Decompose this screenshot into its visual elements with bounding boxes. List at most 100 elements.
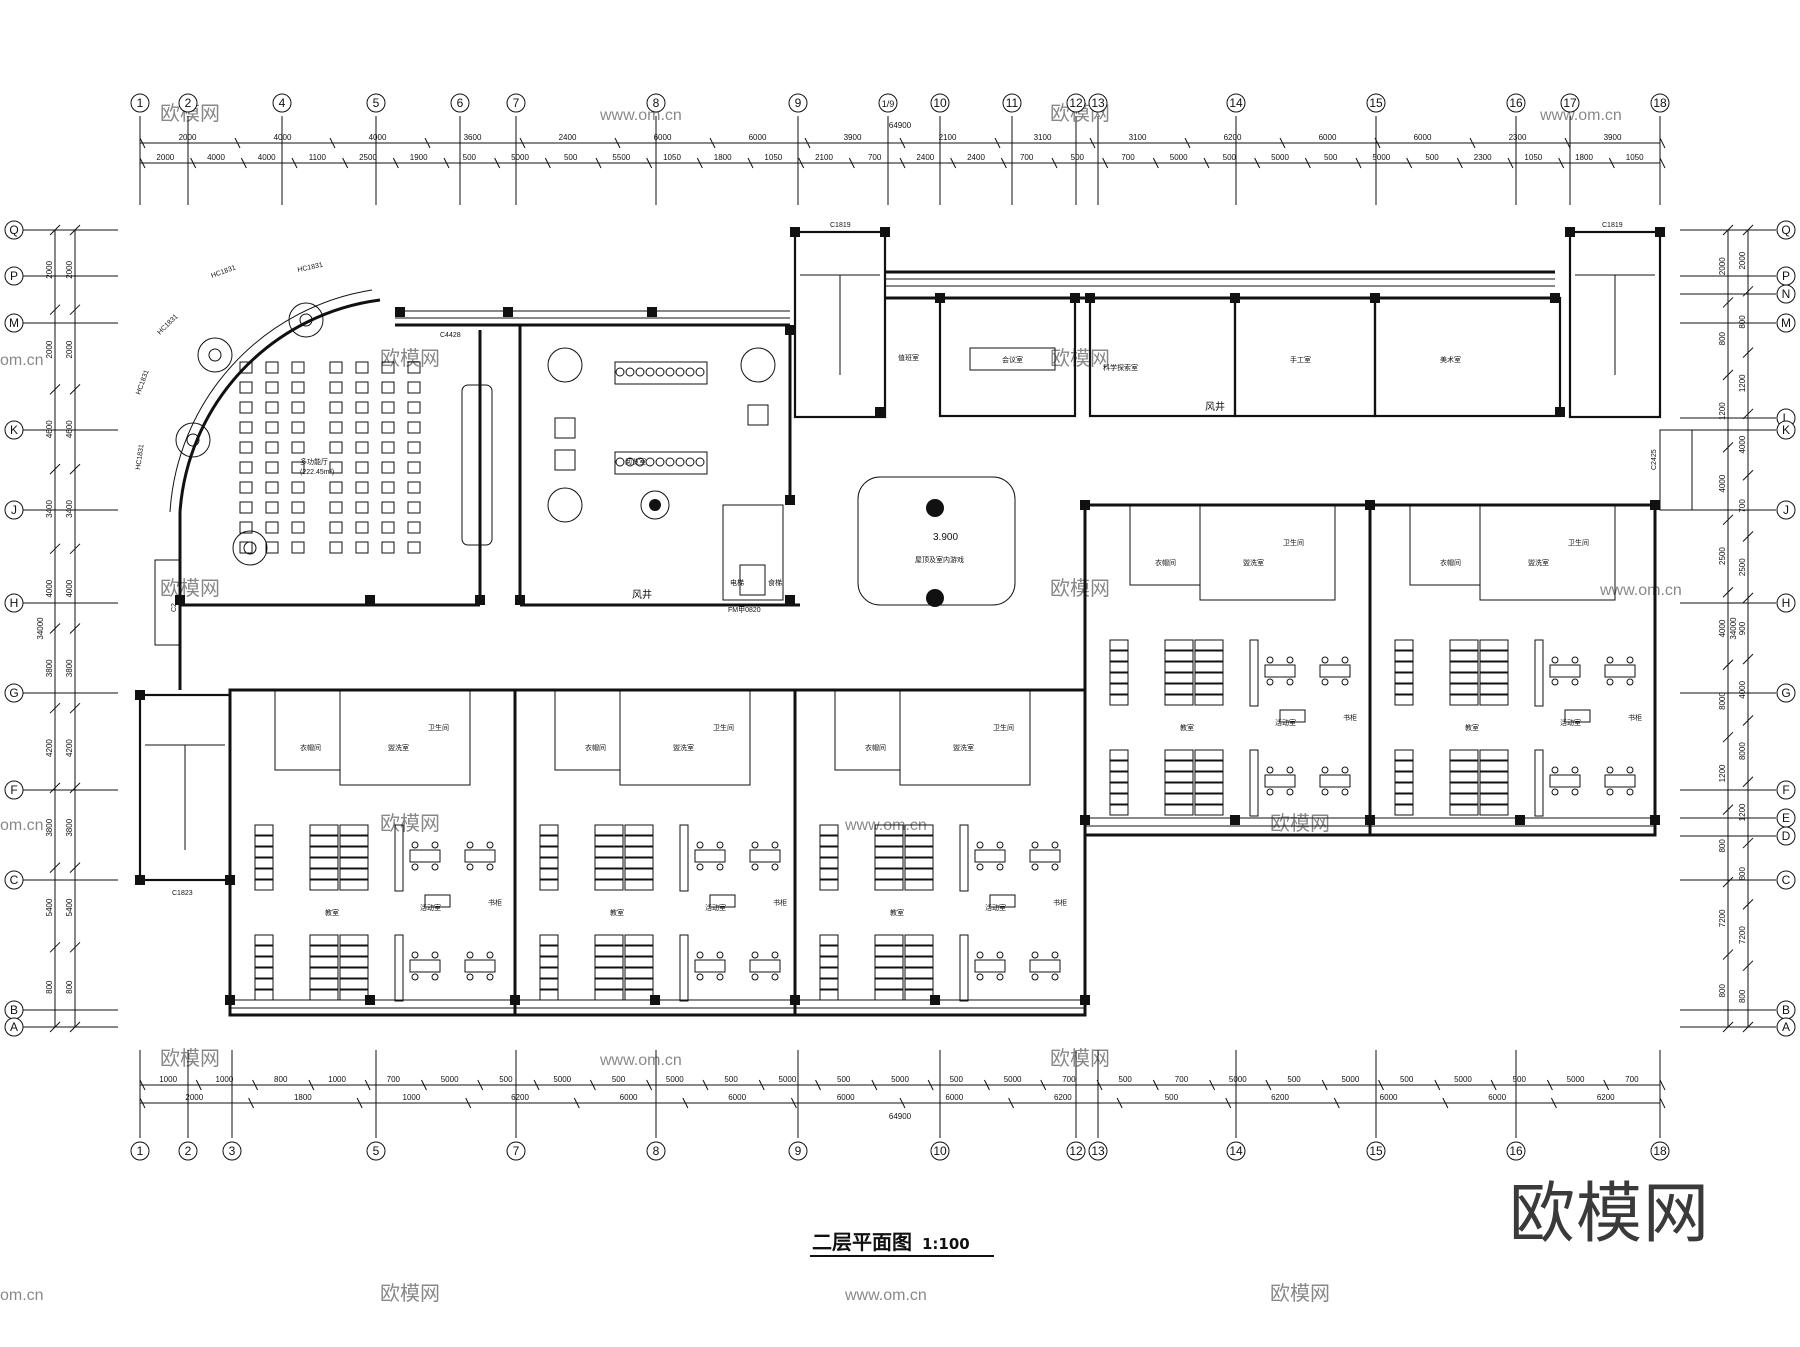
- bed: [874, 846, 904, 858]
- bed: [904, 868, 934, 880]
- watermark-url: www.om.cn: [599, 1052, 682, 1069]
- grid-label-top: 5: [373, 96, 380, 110]
- dim-tick: [392, 157, 399, 169]
- column: [365, 595, 375, 605]
- dim-tick-v: [49, 1021, 61, 1033]
- bed: [1164, 672, 1194, 684]
- bed: [539, 868, 559, 880]
- activity-chair: [716, 841, 724, 849]
- dim-tick: [421, 1079, 427, 1091]
- reading-chair: [675, 367, 685, 377]
- column: [503, 307, 513, 317]
- dim-value-v: 2500: [1718, 547, 1727, 565]
- dim-tick-v: [69, 543, 81, 555]
- activity-label: 活动室: [1275, 718, 1296, 727]
- elevator-label: 电梯: [730, 578, 744, 587]
- hall-seat: [329, 421, 343, 434]
- dim-tick: [533, 1079, 540, 1091]
- column: [1080, 500, 1090, 510]
- dim-tick: [682, 1097, 689, 1109]
- activity-chair: [466, 951, 474, 959]
- bed: [594, 945, 624, 957]
- dim-value-v: 5400: [65, 898, 74, 916]
- grid-label-bottom: 10: [933, 1144, 947, 1158]
- bed: [339, 934, 369, 946]
- dim-tick-v: [49, 782, 61, 794]
- bed: [539, 967, 559, 979]
- dim-value: 1050: [1524, 153, 1542, 162]
- grid-bubble-bottom: [178, 1141, 198, 1161]
- activity-chair: [1551, 678, 1559, 686]
- hall-seat: [407, 441, 421, 454]
- bed: [1164, 639, 1194, 651]
- hall-seat: [291, 481, 305, 494]
- dim-value: 700: [1175, 1075, 1189, 1084]
- dim-value-v: 3800: [65, 659, 74, 677]
- dim-tick: [291, 157, 298, 169]
- dim-tick: [1378, 1079, 1384, 1091]
- round-table-center: [299, 313, 313, 327]
- activity-chair: [1341, 656, 1349, 664]
- hall-seat: [291, 461, 305, 474]
- dim-value: 5500: [612, 153, 630, 162]
- bed: [1479, 749, 1509, 761]
- dim-tick-v: [1742, 592, 1754, 604]
- hall-seat: [291, 521, 305, 534]
- activity-table: [694, 849, 726, 863]
- reading-round-table: [547, 487, 583, 523]
- room-label-meeting: 会议室: [1002, 355, 1023, 364]
- bed: [594, 857, 624, 869]
- classroom-label: 教室: [890, 908, 904, 917]
- bed: [819, 978, 839, 990]
- dim-tick-v: [1742, 224, 1754, 236]
- hall-seat: [329, 401, 343, 414]
- dim-tick: [1102, 157, 1109, 169]
- room-label-science: 科学探索室: [1103, 363, 1138, 372]
- grid-label-right: H: [1782, 596, 1791, 610]
- bed: [904, 846, 934, 858]
- grid-label-left: C: [10, 873, 19, 887]
- window-tag-left-stair: C1823: [172, 890, 193, 897]
- column: [1565, 227, 1575, 237]
- dim-tick: [1603, 1079, 1610, 1091]
- roof-note: 屋顶及室内游戏: [915, 555, 964, 564]
- bed: [874, 835, 904, 847]
- reading-chair: [665, 367, 675, 377]
- activity-chair: [1341, 678, 1349, 686]
- dim-value: 500: [1165, 1093, 1179, 1102]
- column: [1085, 293, 1095, 303]
- bed: [819, 835, 839, 847]
- activity-chair: [466, 863, 474, 871]
- bed: [339, 967, 369, 979]
- bed: [1194, 650, 1224, 662]
- dim-tick-v: [49, 463, 61, 475]
- activity-chair: [751, 951, 759, 959]
- bed: [624, 824, 654, 836]
- dim-tick: [798, 157, 805, 169]
- bed: [624, 956, 654, 968]
- hall-seat: [381, 421, 395, 434]
- activity-chair: [1341, 766, 1349, 774]
- dim-tick: [696, 157, 703, 169]
- grid-bubble-right: [1776, 870, 1796, 890]
- hall-seat: [239, 381, 253, 394]
- wash-label: 盥洗室: [1528, 558, 1549, 567]
- grid-bubble-bottom: [1366, 1141, 1386, 1161]
- column: [365, 995, 375, 1005]
- grid-bubble-bottom: [1506, 1141, 1526, 1161]
- multipurpose-hall: [154, 289, 493, 690]
- dim-tick-v: [49, 862, 61, 873]
- activity-chair: [996, 951, 1004, 959]
- dim-tick: [595, 157, 602, 169]
- hall-seat: [265, 401, 279, 414]
- bed: [309, 934, 339, 946]
- dim-tick: [1008, 1097, 1015, 1109]
- activity-chair: [431, 973, 439, 981]
- column: [1515, 815, 1525, 825]
- room-label-multipurpose: 多功能厅: [300, 457, 328, 466]
- dim-total-v: 34000: [36, 617, 45, 640]
- dim-tick-v: [69, 702, 81, 714]
- bed: [594, 835, 624, 847]
- dim-value: 800: [274, 1075, 288, 1084]
- shelf: [679, 934, 689, 1002]
